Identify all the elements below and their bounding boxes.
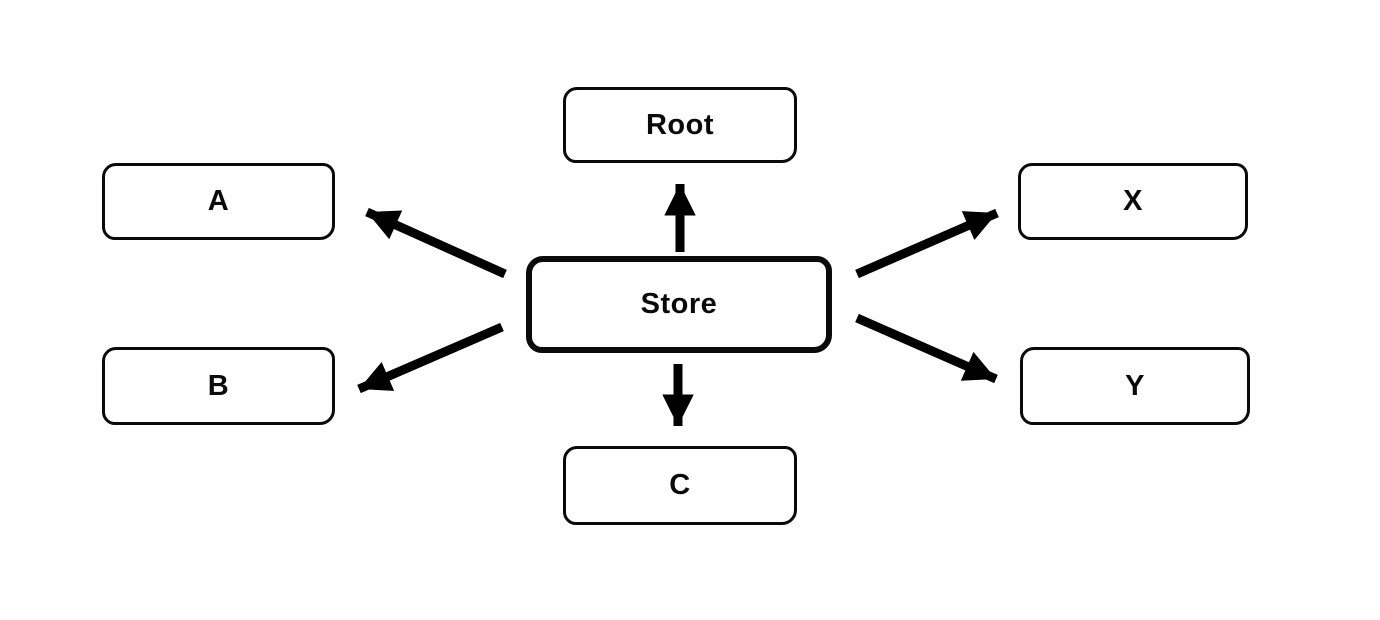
node-store-label: Store xyxy=(640,288,718,320)
node-x-label: X xyxy=(1123,185,1143,217)
node-y: Y xyxy=(1020,347,1250,425)
node-a-label: A xyxy=(207,185,230,217)
node-c-label: C xyxy=(669,469,691,501)
arrow-store-to-x xyxy=(855,208,999,279)
node-y-label: Y xyxy=(1125,369,1145,402)
node-b: B xyxy=(102,347,335,425)
arrow-store-to-y xyxy=(855,313,998,384)
node-a: A xyxy=(102,163,335,240)
node-c: C xyxy=(563,446,797,525)
node-root-label: Root xyxy=(645,108,715,141)
node-x: X xyxy=(1018,163,1248,240)
arrow-store-to-b xyxy=(357,322,504,394)
node-root: Root xyxy=(563,87,797,163)
node-store: Store xyxy=(526,256,832,353)
arrow-store-to-a xyxy=(365,207,507,279)
node-b-label: B xyxy=(207,369,230,402)
